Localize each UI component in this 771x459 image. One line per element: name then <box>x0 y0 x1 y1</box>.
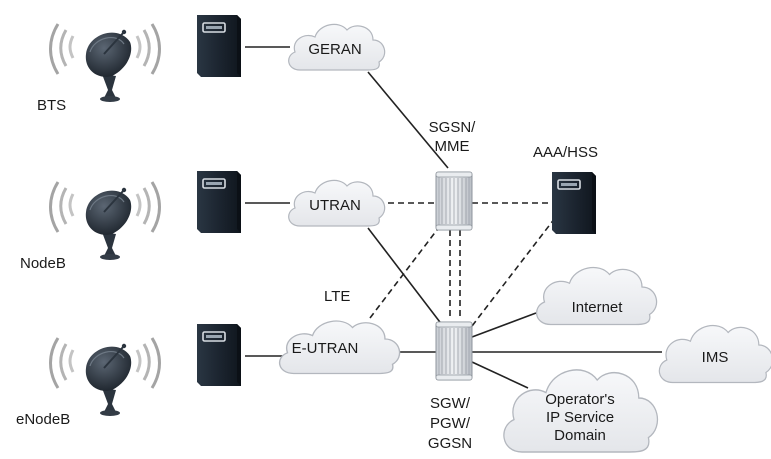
aaa-hss-label: AAA/HSS <box>533 144 598 161</box>
operator-label-line1: Operator's <box>545 391 615 408</box>
link-geran-sgsn <box>367 71 449 169</box>
sgw-pgw-ggsn-node: SGW/ PGW/ GGSN <box>428 321 473 452</box>
bts-label: BTS <box>37 97 66 114</box>
sgsn-label-line2: MME <box>435 138 470 155</box>
operator-label-line3: Domain <box>554 427 606 444</box>
nodeb-label: NodeB <box>20 255 66 272</box>
dashed-connections <box>369 202 556 327</box>
utran-cloud: UTRAN <box>288 179 386 227</box>
link-utran-sgw <box>367 227 447 331</box>
ims-label: IMS <box>702 349 729 366</box>
utran-label: UTRAN <box>309 197 361 214</box>
satellite-dish-icon <box>49 336 161 418</box>
bts-antenna: BTS <box>37 22 161 114</box>
internet-label: Internet <box>572 299 624 316</box>
enodeb-label: eNodeB <box>16 411 70 428</box>
operator-label-line2: IP Service <box>546 409 614 426</box>
enodeb-antenna: eNodeB <box>16 336 161 428</box>
router-icon <box>435 321 473 381</box>
sgw-label-line3: GGSN <box>428 435 472 452</box>
connections <box>245 46 662 389</box>
dlink-aaa-sgw <box>471 217 556 327</box>
router-icon <box>435 171 473 231</box>
sgsn-mme-node: SGSN/ MME <box>429 119 477 231</box>
eutran-cloud: E-UTRAN <box>278 320 401 375</box>
geran-label: GERAN <box>308 41 361 58</box>
server-icon <box>196 170 242 234</box>
satellite-dish-icon <box>49 180 161 262</box>
server-icon <box>196 323 242 387</box>
aaa-hss-server-icon <box>551 171 597 235</box>
sgw-label-line2: PGW/ <box>430 415 471 432</box>
link-sgw-internet <box>471 312 537 338</box>
geran-cloud: GERAN <box>288 23 386 71</box>
lte-label: LTE <box>324 288 350 305</box>
dlink-eutran-sgsn <box>369 225 441 319</box>
satellite-dish-icon <box>49 22 161 104</box>
nodeb-antenna: NodeB <box>20 180 161 272</box>
server-icon <box>196 14 242 78</box>
sgw-label-line1: SGW/ <box>430 395 471 412</box>
sgsn-label-line1: SGSN/ <box>429 119 477 136</box>
link-sgw-operator <box>471 361 529 389</box>
eutran-label: E-UTRAN <box>292 340 359 357</box>
